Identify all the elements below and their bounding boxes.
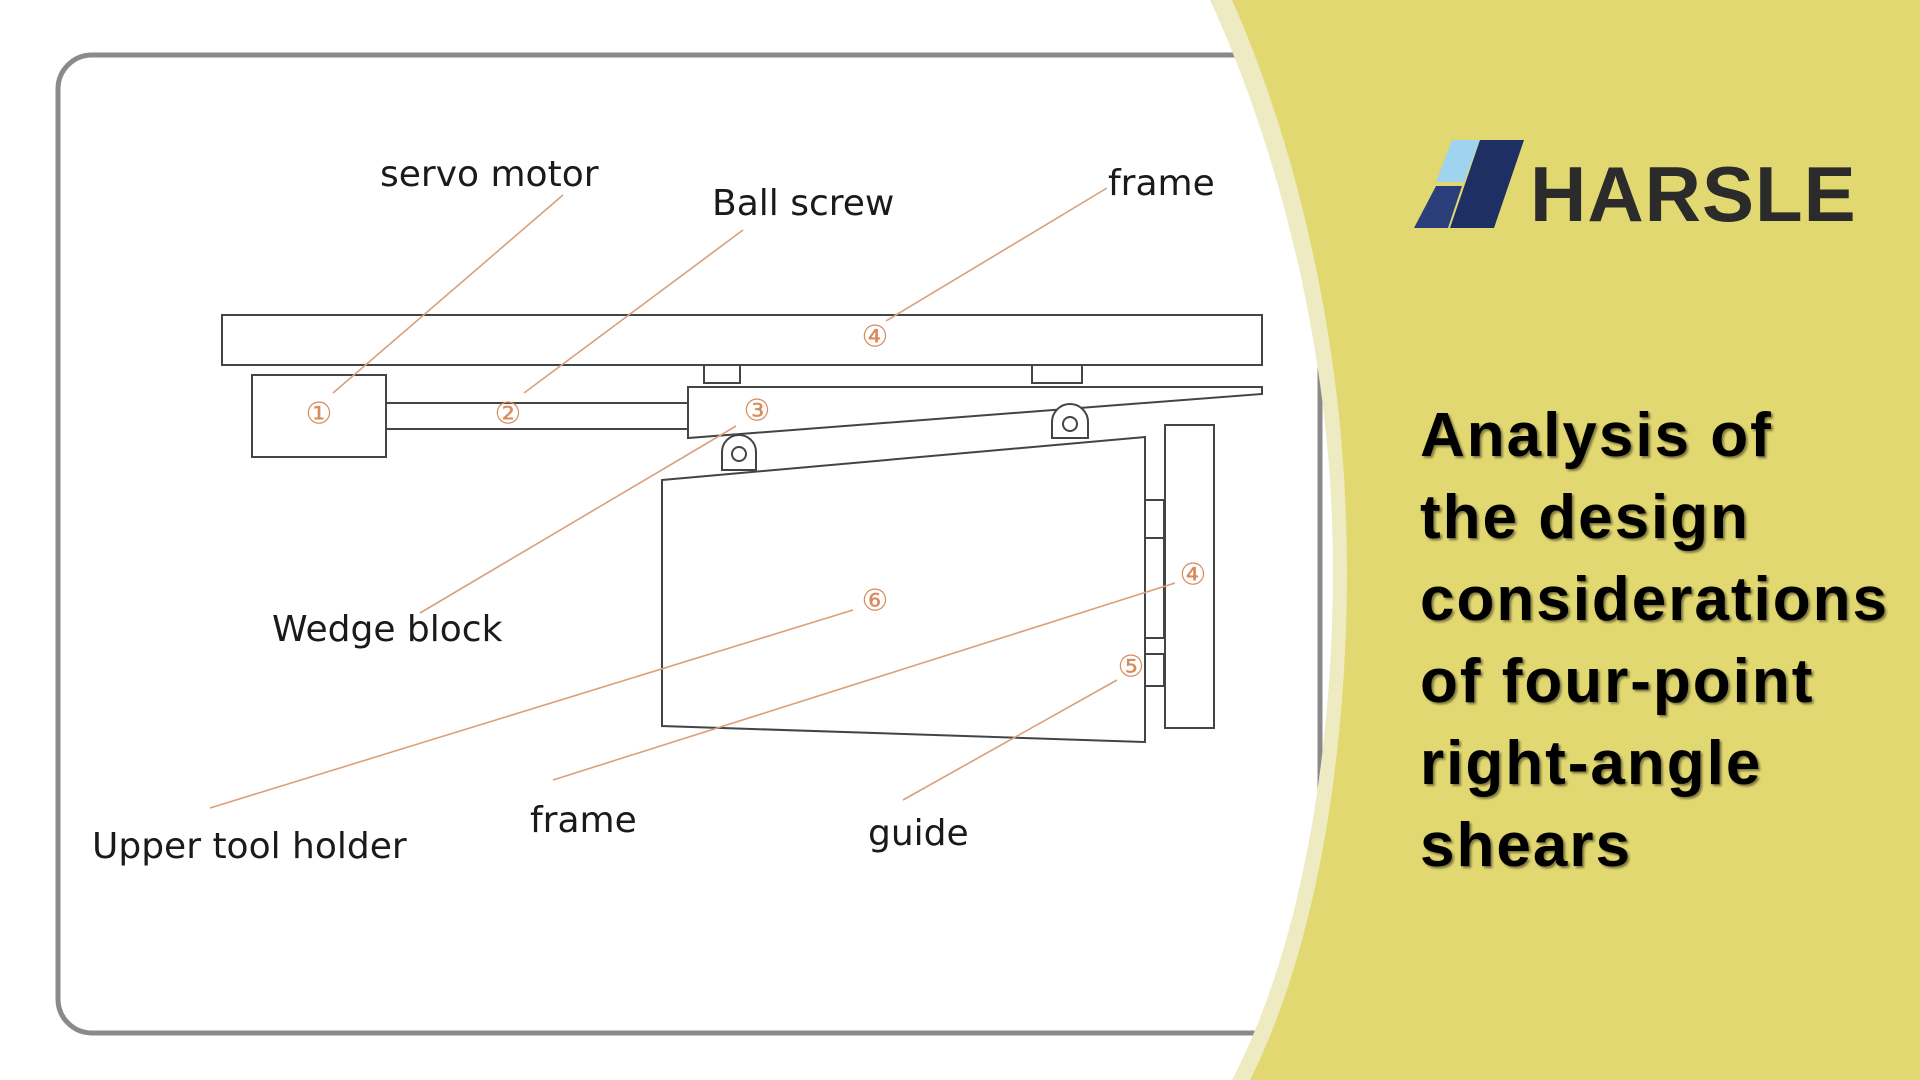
label-guide: guide (868, 813, 969, 854)
label-wedge-block: Wedge block (272, 609, 503, 650)
title-line-6: shears (1420, 811, 1632, 880)
leader-wedge-block (419, 425, 737, 614)
marker-servo-motor: ① (306, 397, 333, 432)
leader-frame-bottom (552, 582, 1176, 781)
label-servo-motor: servo motor (380, 154, 599, 195)
upper-tool-holder-shape (661, 435, 1146, 744)
title-line-4: of four-point (1420, 647, 1815, 716)
harsle-logo: HARSLE (1412, 132, 1856, 242)
label-upper-tool-holder: Upper tool holder (92, 826, 407, 867)
title-panel (1232, 0, 1920, 1080)
marker-upper-tool-holder: ⑥ (862, 584, 889, 619)
top-frame-beam (221, 314, 1263, 366)
part-labels: servo motor Ball screw frame Wedge block… (92, 154, 1215, 867)
hinge-pin-right (1062, 416, 1078, 432)
marker-wedge-block: ③ (744, 394, 771, 429)
part-markers: ① ② ③ ④ ④ ⑤ ⑥ (306, 320, 1207, 685)
side-frame (1164, 424, 1215, 729)
marker-ball-screw: ② (495, 397, 522, 432)
title-line-5: right-angle (1420, 729, 1763, 798)
title-line-1: Analysis of (1420, 401, 1773, 470)
marker-guide: ⑤ (1118, 650, 1145, 685)
label-frame-top: frame (1108, 163, 1215, 204)
marker-frame-side: ④ (1180, 558, 1207, 593)
leader-lines (209, 187, 1176, 809)
title-line-3: considerations (1420, 565, 1889, 634)
leader-servo-motor (332, 194, 564, 394)
label-ball-screw: Ball screw (712, 183, 894, 224)
servo-motor-body (251, 374, 387, 458)
machine-drawing (221, 314, 1263, 744)
title-line-2: the design (1420, 483, 1751, 552)
article-title: Analysis of the design considerations of… (1420, 395, 1920, 887)
frame-bracket-right (1031, 364, 1083, 384)
leader-ball-screw (523, 229, 744, 394)
wedge-block-shape (687, 386, 1263, 440)
marker-frame-top: ④ (862, 320, 889, 355)
hinge-pin-left (731, 446, 747, 462)
leader-frame-top (885, 187, 1108, 322)
ball-screw-shaft (385, 402, 689, 430)
harsle-logo-text: HARSLE (1530, 150, 1857, 238)
guide-block-1 (1144, 499, 1165, 539)
harsle-logo-mark (1414, 140, 1524, 228)
label-frame-bottom: frame (530, 800, 637, 841)
leader-upper-tool-holder (209, 609, 854, 809)
guide-block-3 (1144, 653, 1165, 687)
frame-bracket-left (703, 364, 741, 384)
leader-guide (902, 679, 1118, 801)
